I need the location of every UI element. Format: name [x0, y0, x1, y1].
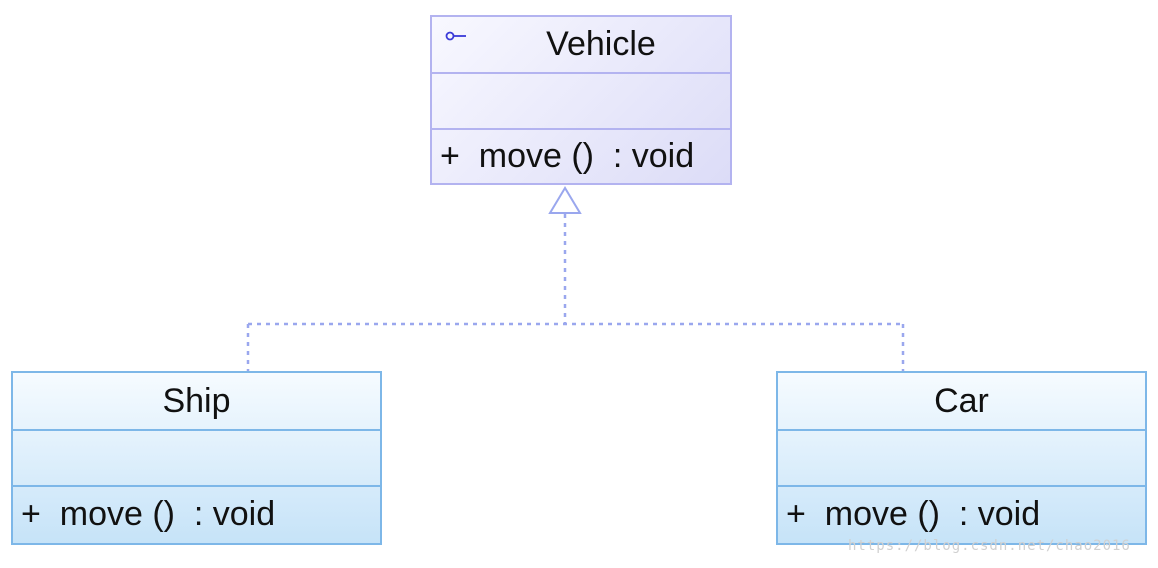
method-compartment: + move () : void	[432, 127, 730, 183]
method-compartment: + move () : void	[778, 485, 1145, 541]
car-class-box[interactable]: Car + move () : void	[776, 371, 1147, 545]
attribute-compartment	[13, 429, 380, 485]
method-compartment: + move () : void	[13, 485, 380, 541]
ship-class-box[interactable]: Ship + move () : void	[11, 371, 382, 545]
realization-connector	[246, 214, 905, 371]
realization-arrowhead	[548, 186, 582, 214]
method-signature: + move () : void	[440, 136, 695, 175]
class-name-compartment: Vehicle	[432, 17, 730, 72]
class-name-compartment: Car	[778, 373, 1145, 429]
class-name: Vehicle	[546, 25, 656, 64]
class-name: Car	[934, 381, 989, 420]
vehicle-interface-box[interactable]: Vehicle + move () : void	[430, 15, 732, 185]
method-signature: + move () : void	[786, 494, 1041, 533]
method-signature: + move () : void	[21, 494, 276, 533]
attribute-compartment	[778, 429, 1145, 485]
watermark-text: https://blog.csdn.net/chao2016	[848, 538, 1131, 554]
interface-lollipop-icon	[445, 31, 466, 41]
attribute-compartment	[432, 72, 730, 127]
class-name: Ship	[162, 381, 231, 420]
class-name-compartment: Ship	[13, 373, 380, 429]
